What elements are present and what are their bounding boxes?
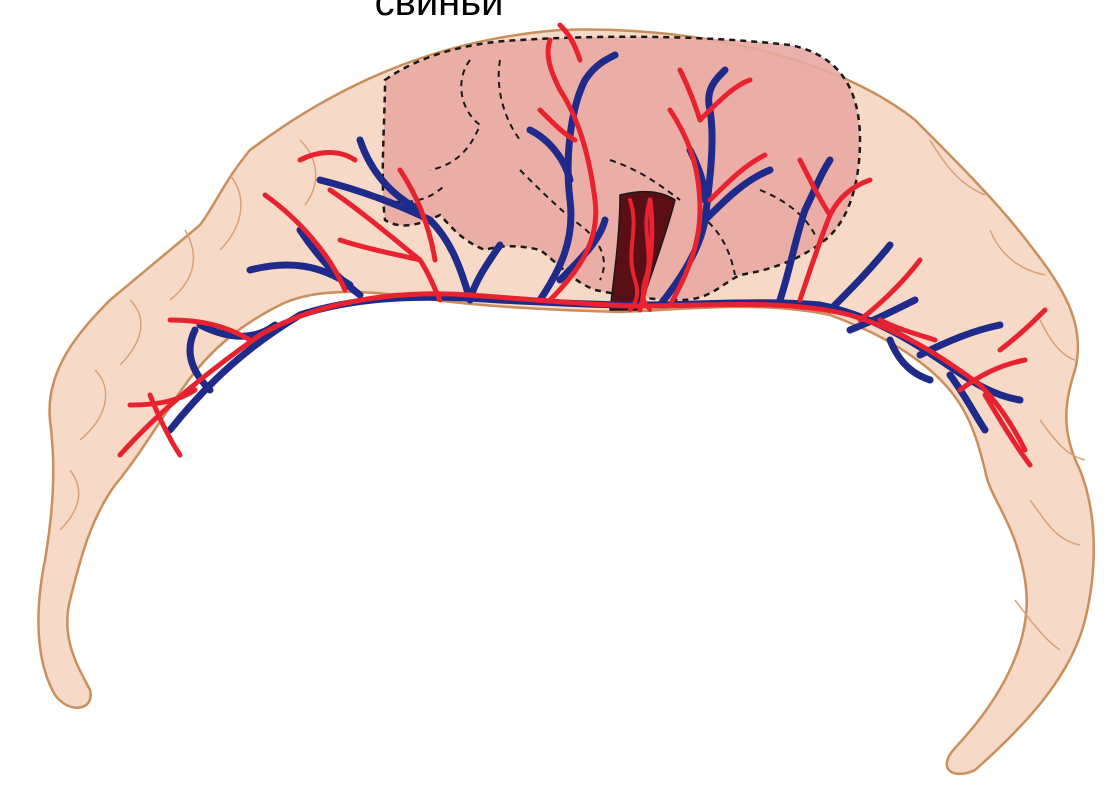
pig-placenta-diagram bbox=[0, 0, 1114, 799]
